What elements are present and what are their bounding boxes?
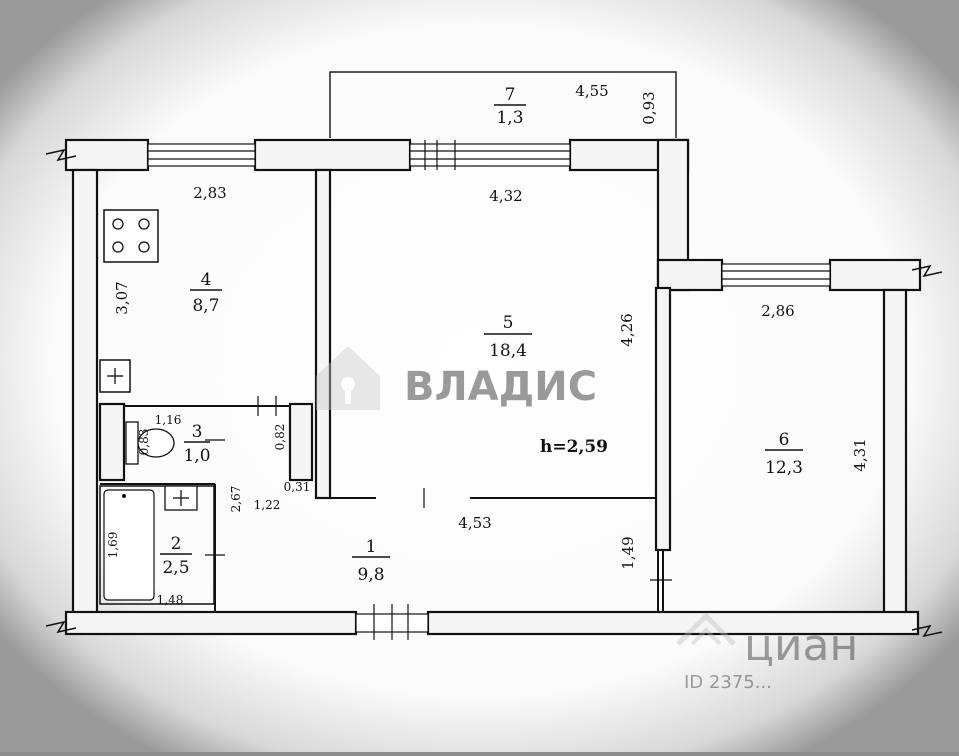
door-ticks	[205, 396, 672, 581]
room-3-area: 1,0	[183, 446, 210, 466]
wall-living-bedroom	[654, 286, 672, 552]
dim-wc-depth: 0,83	[137, 429, 151, 456]
dim-corridor-depth: 2,67	[229, 486, 243, 513]
cian-id-text: ID 2375...	[684, 672, 772, 693]
dim-living-depth: 4,26	[618, 313, 636, 346]
windows	[147, 140, 831, 640]
room-4-area: 8,7	[192, 296, 219, 316]
wall-top-middle	[253, 138, 412, 172]
dim-bedroom-depth: 4,31	[851, 438, 869, 471]
dim-wall-gap: 0,31	[284, 480, 311, 494]
vladis-watermark: ВЛАДИС	[316, 346, 597, 410]
room-fraction-lines	[160, 104, 803, 558]
dim-bath-depth: 1,69	[106, 532, 120, 559]
wall-wc-left	[98, 402, 126, 482]
room-labels: 7 1,3 4 8,7 5 18,4 3 1,0 2 2,5 1 9,8 6 1…	[162, 85, 802, 585]
room-7-area: 1,3	[496, 108, 523, 128]
cian-watermark: циан ID 2375...	[676, 612, 858, 693]
room-4-number: 4	[201, 270, 212, 290]
dim-living-width: 4,32	[489, 187, 522, 205]
room-1-area: 9,8	[357, 565, 384, 585]
wall-step-horizontal	[656, 258, 724, 292]
room-3-number: 3	[192, 422, 203, 442]
dim-wc-width: 1,16	[155, 413, 182, 427]
room-5-number: 5	[503, 313, 514, 333]
stove-icon	[103, 209, 159, 263]
dim-hall-width: 4,53	[458, 514, 491, 532]
wall-kitchen-living	[314, 168, 332, 500]
break-marks	[45, 148, 943, 638]
dim-corridor-width: 1,22	[254, 498, 281, 512]
dim-balcony-length: 4,55	[575, 82, 608, 100]
kitchen-sink-icon	[99, 359, 131, 393]
dim-balcony-depth: 0,93	[640, 91, 658, 124]
ceiling-height-label: h=2,59	[540, 437, 608, 457]
vladis-text: ВЛАДИС	[404, 364, 597, 410]
wall-wc-right	[288, 402, 314, 482]
balcony-outline	[329, 71, 677, 138]
dim-bath-width: 1,48	[157, 593, 184, 607]
wall-bottom-left	[64, 610, 358, 636]
wall-left	[71, 168, 99, 622]
bathtub-icon	[99, 485, 215, 605]
toilet-icon	[125, 421, 175, 465]
room-2-number: 2	[171, 534, 182, 554]
walls	[64, 138, 922, 636]
dim-bedroom-width: 2,86	[761, 302, 794, 320]
room-5-area: 18,4	[489, 341, 527, 361]
wall-top-left	[64, 138, 150, 172]
room-6-area: 12,3	[765, 458, 803, 478]
window-bedroom	[721, 263, 831, 287]
dim-hall-depth: 1,49	[619, 536, 637, 569]
dimension-labels: 2,83 3,07 4,32 4,26 2,86 4,31 4,55 0,93 …	[106, 82, 869, 607]
dim-kitchen-depth: 3,07	[113, 281, 131, 314]
window-kitchen	[147, 143, 256, 167]
cian-text: циан	[744, 620, 858, 671]
room-7-number: 7	[505, 85, 516, 105]
wall-top-far-right	[828, 258, 922, 292]
wall-right	[882, 288, 908, 622]
room-6-number: 6	[779, 430, 790, 450]
dim-kitchen-width: 2,83	[193, 184, 226, 202]
interior-lines	[100, 405, 664, 612]
house-key-icon	[316, 346, 380, 410]
bathroom-sink-icon	[164, 485, 198, 511]
cian-logo-icon	[676, 612, 736, 646]
room-2-area: 2,5	[162, 558, 189, 578]
dim-wc-door: 0,82	[273, 424, 287, 451]
room-1-number: 1	[366, 537, 377, 557]
window-living	[409, 143, 571, 167]
